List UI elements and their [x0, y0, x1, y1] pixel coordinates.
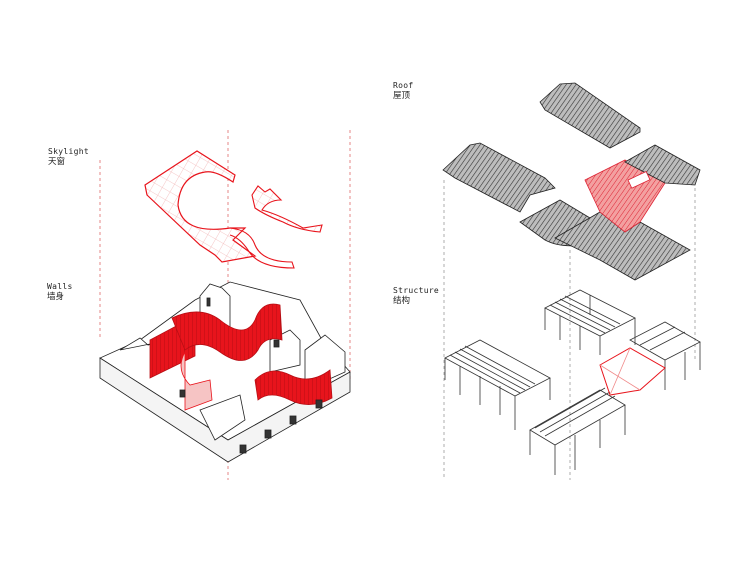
- label-roof-cn: 屋顶: [393, 91, 411, 101]
- label-structure-cn: 结构: [393, 296, 411, 306]
- label-structure: Structure 结构: [393, 285, 439, 307]
- walls-drawing: [99, 281, 351, 463]
- label-walls-en: Walls: [47, 282, 73, 291]
- label-skylight-cn: 天窗: [48, 157, 66, 167]
- frame-left: [444, 339, 551, 430]
- frame-bottom: [529, 387, 626, 475]
- label-skylight: Skylight 天窗: [48, 146, 89, 168]
- skylight-drawing: [144, 150, 323, 269]
- label-roof: Roof 屋顶: [393, 80, 413, 102]
- frame-right: [629, 321, 701, 390]
- frame-top: [544, 289, 636, 355]
- guide-lines-right: [443, 170, 696, 480]
- label-walls: Walls 墙身: [47, 281, 73, 303]
- label-roof-en: Roof: [393, 81, 414, 90]
- label-skylight-en: Skylight: [48, 147, 89, 156]
- label-structure-en: Structure: [393, 286, 440, 295]
- structure-drawing: [444, 289, 701, 475]
- label-walls-cn: 墙身: [47, 292, 65, 302]
- roof-drawing: [442, 82, 701, 281]
